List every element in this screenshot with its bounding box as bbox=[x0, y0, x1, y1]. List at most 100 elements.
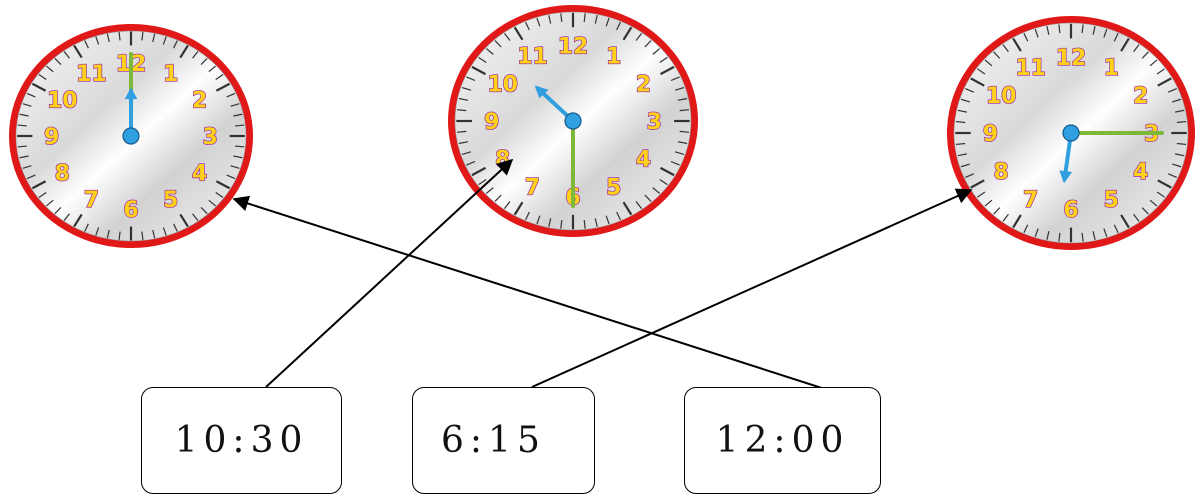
minor-tick bbox=[670, 160, 680, 166]
minor-tick bbox=[208, 65, 217, 73]
numeral-11: 11 bbox=[1015, 56, 1046, 81]
clock-ticks bbox=[955, 23, 1187, 243]
numeral-9: 9 bbox=[983, 122, 998, 147]
minor-tick bbox=[152, 33, 156, 43]
minor-tick bbox=[1002, 44, 1009, 53]
minor-tick bbox=[1023, 32, 1029, 42]
time-box-2[interactable]: 6:15 bbox=[412, 387, 595, 494]
major-tick bbox=[31, 82, 47, 92]
hour-hand-tip bbox=[1059, 170, 1073, 184]
time-box-3[interactable]: 12:00 bbox=[684, 387, 881, 494]
arrow-12-00-to-clock-1 bbox=[232, 195, 829, 391]
minor-tick bbox=[95, 227, 100, 236]
minor-tick bbox=[548, 218, 552, 228]
minor-tick bbox=[677, 97, 688, 101]
minor-tick bbox=[118, 231, 121, 241]
arrow-6-15-to-clock-3 bbox=[531, 188, 973, 388]
major-tick bbox=[179, 213, 189, 228]
numeral-11: 11 bbox=[76, 62, 107, 87]
minor-tick bbox=[63, 51, 70, 59]
minor-tick bbox=[1156, 68, 1165, 75]
minor-tick bbox=[230, 103, 240, 107]
major-tick bbox=[1157, 179, 1172, 189]
minor-tick bbox=[960, 163, 970, 168]
minor-tick bbox=[1174, 109, 1185, 113]
minor-tick bbox=[1046, 26, 1050, 35]
numeral-2: 2 bbox=[192, 89, 207, 114]
minor-tick bbox=[1081, 24, 1084, 34]
minor-tick bbox=[456, 109, 467, 112]
clock-ticks bbox=[456, 12, 690, 230]
minor-tick bbox=[456, 130, 467, 133]
major-tick bbox=[1012, 214, 1022, 229]
minor-tick bbox=[461, 86, 472, 91]
minor-tick bbox=[1176, 142, 1187, 146]
major-tick bbox=[1120, 37, 1130, 52]
minor-tick bbox=[173, 223, 178, 232]
numeral-1: 1 bbox=[1104, 56, 1119, 81]
numeral-12: 12 bbox=[1056, 46, 1087, 71]
minor-tick bbox=[635, 201, 643, 209]
minor-tick bbox=[644, 194, 652, 202]
major-tick bbox=[970, 77, 985, 87]
numeral-8: 8 bbox=[994, 160, 1009, 185]
time-box-1[interactable]: 10:30 bbox=[141, 387, 342, 494]
minor-tick bbox=[226, 174, 236, 180]
minor-tick bbox=[1172, 98, 1182, 103]
center-pin bbox=[564, 112, 582, 130]
minor-tick bbox=[162, 227, 167, 236]
numeral-1: 1 bbox=[606, 45, 621, 70]
minor-tick bbox=[235, 124, 245, 127]
minor-tick bbox=[594, 14, 598, 24]
major-tick bbox=[970, 179, 985, 189]
minor-tick bbox=[1103, 228, 1108, 238]
minor-tick bbox=[485, 187, 494, 194]
minor-tick bbox=[106, 33, 110, 43]
major-tick bbox=[471, 166, 487, 177]
minor-tick bbox=[233, 155, 243, 159]
minor-tick bbox=[1149, 199, 1158, 207]
minor-tick bbox=[38, 192, 47, 198]
minor-tick bbox=[957, 109, 968, 113]
minor-tick bbox=[993, 207, 1001, 215]
minor-tick bbox=[679, 109, 690, 112]
major-tick bbox=[659, 65, 675, 76]
numeral-3: 3 bbox=[203, 125, 218, 150]
minor-tick bbox=[485, 48, 494, 55]
major-tick bbox=[215, 180, 231, 190]
minor-tick bbox=[503, 201, 511, 209]
connector-arrows bbox=[232, 158, 973, 391]
minor-tick bbox=[84, 40, 89, 49]
numeral-5: 5 bbox=[163, 188, 178, 213]
minor-tick bbox=[583, 13, 586, 23]
numeral-8: 8 bbox=[55, 161, 70, 186]
minor-tick bbox=[208, 199, 217, 207]
minor-tick bbox=[192, 213, 199, 221]
minor-tick bbox=[26, 92, 36, 98]
minor-tick bbox=[677, 141, 688, 145]
minor-tick bbox=[466, 160, 476, 166]
minor-tick bbox=[1133, 44, 1140, 53]
numeral-11: 11 bbox=[517, 45, 548, 70]
minor-tick bbox=[141, 31, 144, 41]
minor-tick bbox=[965, 173, 975, 178]
numeral-9: 9 bbox=[44, 125, 59, 150]
major-tick bbox=[179, 44, 189, 59]
numeral-6: 6 bbox=[123, 198, 138, 223]
minor-tick bbox=[1058, 24, 1061, 34]
minor-tick bbox=[1149, 59, 1158, 67]
minor-tick bbox=[977, 68, 986, 75]
minor-tick bbox=[605, 17, 610, 27]
minor-tick bbox=[616, 21, 621, 31]
minor-tick bbox=[461, 151, 472, 156]
numeral-2: 2 bbox=[1133, 84, 1148, 109]
hour-hand-tip bbox=[534, 85, 549, 99]
minor-tick bbox=[525, 21, 530, 31]
numeral-9: 9 bbox=[484, 110, 499, 135]
minor-tick bbox=[1023, 224, 1029, 234]
minor-tick bbox=[1167, 173, 1177, 178]
minor-tick bbox=[560, 219, 563, 229]
